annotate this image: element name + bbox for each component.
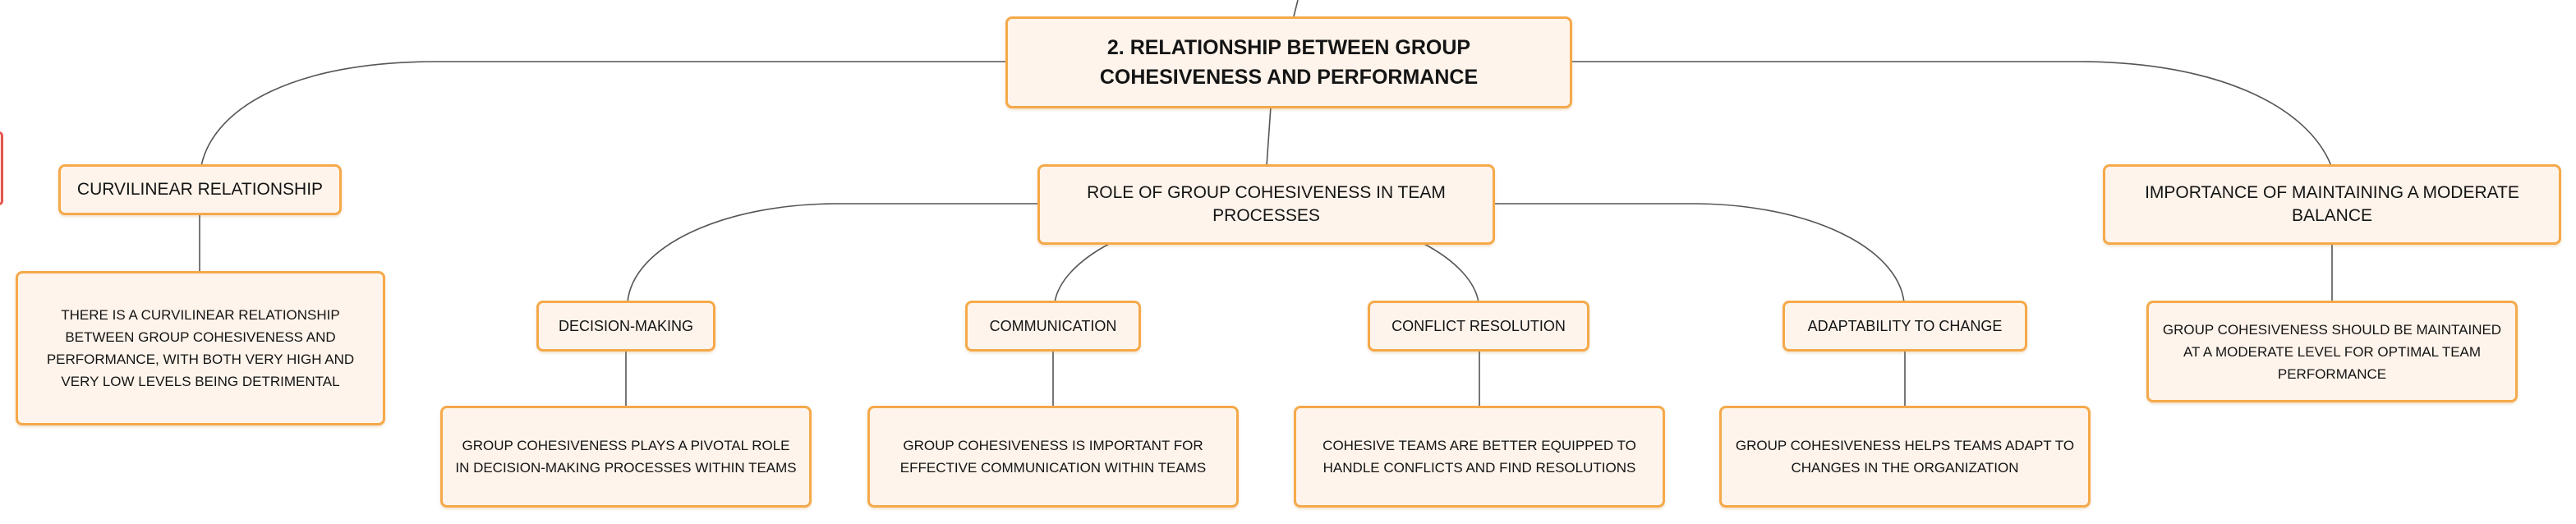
detail-decision-making-text: GROUP COHESIVENESS PLAYS A PIVOTAL ROLE … [455,438,797,476]
subtopic-communication-label: COMMUNICATION [989,318,1117,334]
connector-central-to-curvilinear [200,61,1007,167]
detail-communication[interactable]: GROUP COHESIVENESS IS IMPORTANT FOR EFFE… [867,406,1239,508]
detail-decision-making[interactable]: GROUP COHESIVENESS PLAYS A PIVOTAL ROLE … [440,406,812,508]
subtopic-decision-making[interactable]: DECISION-MAKING [536,301,715,352]
subtopic-decision-making-label: DECISION-MAKING [558,318,693,334]
connector-role-to-adaptability [1493,203,1905,303]
detail-curvilinear-text: THERE IS A CURVILINEAR RELATIONSHIP BETW… [46,307,355,389]
connector-role-to-conflict [1422,242,1479,303]
detail-balance-text: GROUP COHESIVENESS SHOULD BE MAINTAINED … [2162,321,2502,382]
offscreen-node-edge[interactable] [0,131,3,205]
central-topic-label: 2. RELATIONSHIP BETWEEN GROUP COHESIVENE… [1099,36,1479,89]
subtopic-adaptability-to-change[interactable]: ADAPTABILITY TO CHANGE [1782,301,2027,352]
connector-parent-to-central [1293,0,1299,17]
detail-communication-text: GROUP COHESIVENESS IS IMPORTANT FOR EFFE… [899,438,1207,476]
detail-adaptability-text: GROUP COHESIVENESS HELPS TEAMS ADAPT TO … [1735,438,2075,476]
detail-conflict-resolution-text: COHESIVE TEAMS ARE BETTER EQUIPPED TO HA… [1322,438,1636,476]
subtopic-conflict-resolution[interactable]: CONFLICT RESOLUTION [1368,301,1589,352]
connector-central-to-balance [1571,61,2332,167]
topic-curvilinear-label: CURVILINEAR RELATIONSHIP [76,180,324,199]
detail-curvilinear-relationship[interactable]: THERE IS A CURVILINEAR RELATIONSHIP BETW… [16,271,385,425]
topic-balance-label: IMPORTANCE OF MAINTAINING A MODERATE BAL… [2145,183,2519,225]
subtopic-communication[interactable]: COMMUNICATION [965,301,1141,352]
topic-role-of-group-cohesiveness[interactable]: ROLE OF GROUP COHESIVENESS IN TEAM PROCE… [1037,164,1495,245]
connector-role-to-decision [627,203,1040,303]
connector-central-to-role [1266,106,1272,167]
topic-curvilinear-relationship[interactable]: CURVILINEAR RELATIONSHIP [58,164,342,215]
subtopic-adaptability-label: ADAPTABILITY TO CHANGE [1807,318,2003,334]
detail-conflict-resolution[interactable]: COHESIVE TEAMS ARE BETTER EQUIPPED TO HA… [1294,406,1665,508]
subtopic-conflict-resolution-label: CONFLICT RESOLUTION [1392,318,1566,334]
connector-role-to-communication [1054,242,1111,303]
central-topic[interactable]: 2. RELATIONSHIP BETWEEN GROUP COHESIVENE… [1005,16,1572,108]
topic-role-label: ROLE OF GROUP COHESIVENESS IN TEAM PROCE… [1087,183,1446,225]
detail-adaptability-to-change[interactable]: GROUP COHESIVENESS HELPS TEAMS ADAPT TO … [1719,406,2091,508]
topic-moderate-balance[interactable]: IMPORTANCE OF MAINTAINING A MODERATE BAL… [2103,164,2561,245]
detail-moderate-balance[interactable]: GROUP COHESIVENESS SHOULD BE MAINTAINED … [2146,301,2518,402]
